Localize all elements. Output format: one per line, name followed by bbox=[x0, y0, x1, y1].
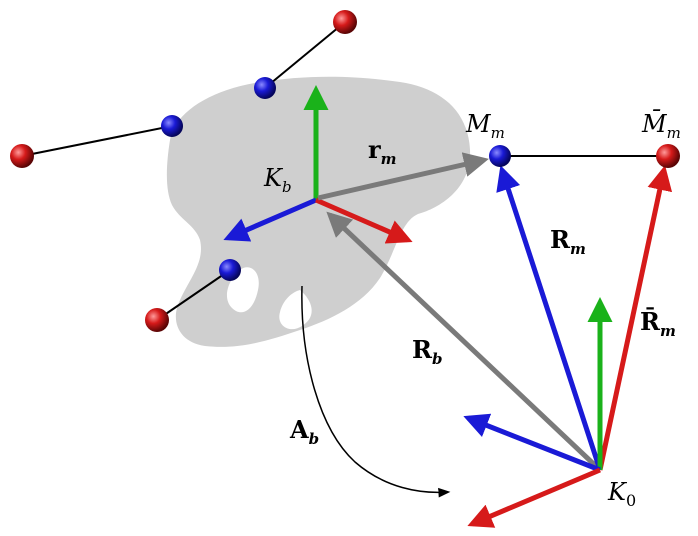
label-k-b: Kb bbox=[263, 164, 292, 196]
label-m-m: Mm bbox=[465, 110, 505, 142]
marker-sphere-m-m bbox=[489, 145, 511, 167]
label-mbar-m: M̄m bbox=[641, 110, 681, 142]
ab-transform-arrow bbox=[301, 285, 451, 498]
marker-link-left bbox=[21, 125, 173, 157]
rbar-m-vector bbox=[597, 165, 673, 471]
marker-sphere-blue-top bbox=[254, 77, 276, 99]
marker-sphere-red-left bbox=[10, 144, 34, 168]
marker-link-lower bbox=[156, 269, 231, 321]
marker-link-top bbox=[264, 21, 346, 89]
kb-axis-blue bbox=[223, 197, 317, 242]
label-r-m: rm bbox=[368, 135, 397, 168]
k0-axis-red bbox=[467, 467, 601, 528]
rm-vector bbox=[317, 152, 489, 201]
k0-axis-blue bbox=[463, 413, 601, 473]
marker-sphere-blue-lower bbox=[219, 259, 241, 281]
marker-sphere-red-top bbox=[333, 10, 357, 34]
label-Rbar-m: R̄m bbox=[640, 307, 676, 340]
label-k-0: K0 bbox=[607, 478, 636, 510]
marker-sphere-red-lower bbox=[145, 308, 169, 332]
marker-sphere-mbar-m bbox=[656, 144, 680, 168]
rm-world-vector bbox=[496, 165, 603, 471]
label-R-b: Rb bbox=[412, 335, 442, 368]
bone-lower-notch bbox=[279, 290, 312, 330]
marker-sphere-blue-left bbox=[161, 115, 183, 137]
kb-axis-red bbox=[315, 197, 413, 244]
label-R-m: Rm bbox=[550, 225, 586, 258]
rb-vector bbox=[326, 211, 602, 472]
label-A-b: Ab bbox=[289, 415, 319, 448]
